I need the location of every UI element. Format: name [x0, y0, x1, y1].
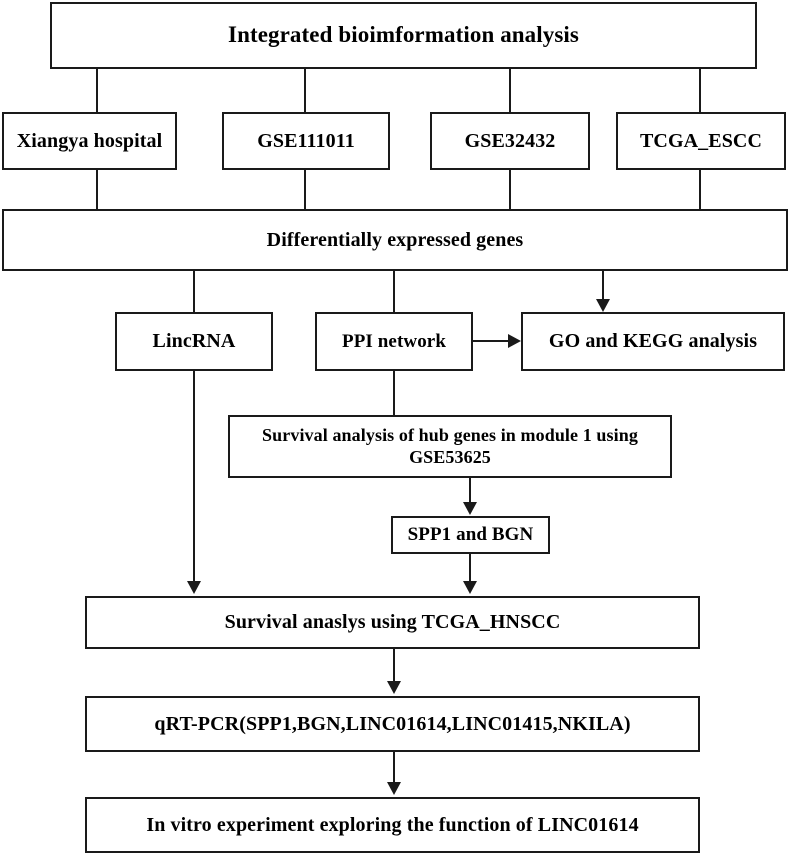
connector-root-to-xiangya	[96, 68, 98, 113]
node-in-vitro-experiment: In vitro experiment exploring the functi…	[85, 797, 700, 853]
arrowhead-deg-to-go-kegg	[596, 299, 610, 312]
connector-tcga-escc-to-deg	[699, 170, 701, 211]
node-gse32432: GSE32432	[430, 112, 590, 170]
node-label: In vitro experiment exploring the functi…	[146, 813, 639, 836]
connector-deg-to-lincrna	[193, 271, 195, 313]
node-label: LincRNA	[152, 330, 236, 353]
arrowhead-qrt-pcr-to-in-vitro	[387, 782, 401, 795]
connector-gse111011-to-deg	[304, 170, 306, 211]
connector-qrt-pcr-to-in-vitro	[393, 752, 395, 784]
connector-gse32432-to-deg	[509, 170, 511, 211]
node-label: GSE111011	[257, 129, 355, 152]
node-label: GO and KEGG analysis	[548, 330, 758, 353]
node-qrt-pcr: qRT-PCR(SPP1,BGN,LINC01614,LINC01415,NKI…	[85, 696, 700, 752]
connector-deg-to-ppi	[393, 271, 395, 313]
node-label: Survival analysis of hub genes in module…	[262, 424, 638, 467]
connector-deg-to-go-kegg	[602, 271, 604, 301]
node-lincrna: LincRNA	[115, 312, 273, 371]
node-survival-analysis-hub-genes: Survival analysis of hub genes in module…	[228, 415, 672, 478]
arrowhead-lincrna-to-survival-hnscc	[187, 581, 201, 594]
node-xiangya-hospital: Xiangya hospital	[2, 112, 177, 170]
node-ppi-network: PPI network	[315, 312, 473, 371]
connector-ppi-to-survival-hub	[393, 371, 395, 416]
node-label: Integrated bioimformation analysis	[228, 22, 579, 48]
arrowhead-ppi-to-go-kegg	[508, 334, 521, 348]
node-go-and-kegg-analysis: GO and KEGG analysis	[521, 312, 785, 371]
node-label: Survival anaslys using TCGA_HNSCC	[224, 611, 561, 634]
arrowhead-spp1-bgn-to-survival-hnscc	[463, 581, 477, 594]
node-label: TCGA_ESCC	[639, 129, 763, 152]
arrowhead-survival-hub-to-spp1-bgn	[463, 502, 477, 515]
node-label: qRT-PCR(SPP1,BGN,LINC01614,LINC01415,NKI…	[154, 712, 631, 735]
node-gse111011: GSE111011	[222, 112, 390, 170]
node-spp1-and-bgn: SPP1 and BGN	[391, 516, 550, 554]
connector-root-to-tcga-escc	[699, 68, 701, 113]
arrowhead-survival-hnscc-to-qrt-pcr	[387, 681, 401, 694]
node-label: Differentially expressed genes	[266, 228, 524, 251]
connector-lincrna-to-survival-hnscc	[193, 371, 195, 583]
node-tcga-escc: TCGA_ESCC	[616, 112, 786, 170]
node-label: PPI network	[341, 330, 446, 352]
connector-root-to-gse32432	[509, 68, 511, 113]
connector-xiangya-to-deg	[96, 170, 98, 211]
connector-survival-hub-to-spp1-bgn	[469, 478, 471, 504]
node-label: GSE32432	[464, 129, 556, 152]
node-label: SPP1 and BGN	[407, 524, 534, 546]
node-integrated-bioinformation-analysis: Integrated bioimformation analysis	[50, 2, 757, 69]
node-differentially-expressed-genes: Differentially expressed genes	[2, 209, 788, 271]
connector-survival-hnscc-to-qrt-pcr	[393, 649, 395, 683]
node-survival-analysis-tcga-hnscc: Survival anaslys using TCGA_HNSCC	[85, 596, 700, 649]
connector-ppi-to-go-kegg	[473, 340, 510, 342]
connector-root-to-gse111011	[304, 68, 306, 113]
node-label: Xiangya hospital	[16, 129, 163, 152]
connector-spp1-bgn-to-survival-hnscc	[469, 554, 471, 583]
